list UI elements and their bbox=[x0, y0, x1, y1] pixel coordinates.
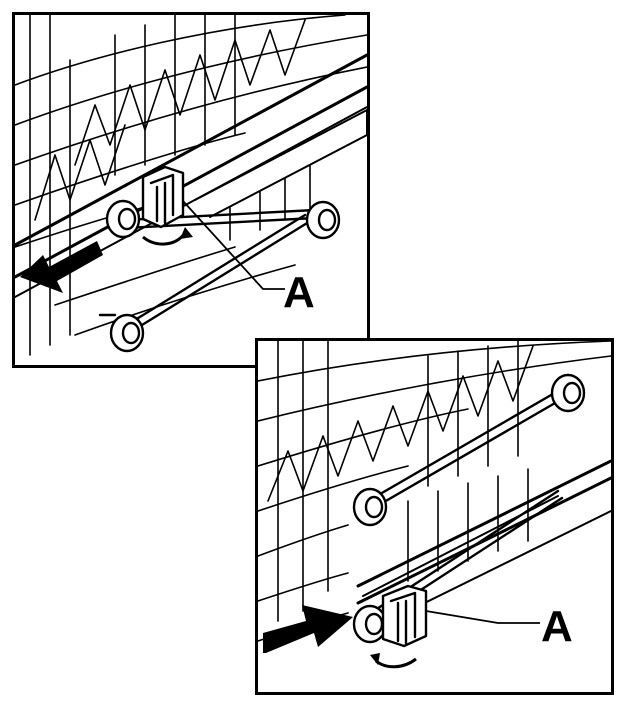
height-adjuster bbox=[141, 165, 185, 229]
illustration-panel-remove: A bbox=[12, 12, 370, 368]
direction-arrow-left bbox=[20, 241, 103, 293]
rotation-arrow-head bbox=[370, 653, 380, 665]
wheel bbox=[109, 313, 145, 353]
callout-leader bbox=[425, 610, 540, 624]
callout-label-a: A bbox=[283, 268, 315, 317]
plate-supports bbox=[34, 19, 306, 221]
height-adjuster bbox=[381, 584, 428, 648]
plate-supports bbox=[267, 345, 534, 502]
rotation-arrow bbox=[375, 657, 417, 669]
basket-vertical-wires bbox=[29, 15, 311, 356]
wheel-axle bbox=[366, 389, 564, 511]
basket-wire-mesh bbox=[15, 15, 367, 336]
wheel bbox=[105, 199, 141, 239]
callout-label-a: A bbox=[541, 602, 573, 651]
direction-arrow-right bbox=[263, 605, 353, 653]
rotation-arrow-head bbox=[180, 227, 193, 239]
wheel bbox=[352, 487, 388, 527]
rack-illustration-install: A bbox=[258, 341, 611, 669]
rotation-arrow bbox=[142, 232, 187, 246]
illustration-panel-install: A bbox=[255, 338, 614, 695]
wheel bbox=[305, 200, 341, 240]
wheel bbox=[550, 373, 586, 413]
rack-illustration-remove: A bbox=[15, 15, 367, 356]
basket-vertical-wires bbox=[277, 341, 529, 622]
callout-leader bbox=[182, 200, 285, 290]
wheel bbox=[352, 604, 388, 644]
